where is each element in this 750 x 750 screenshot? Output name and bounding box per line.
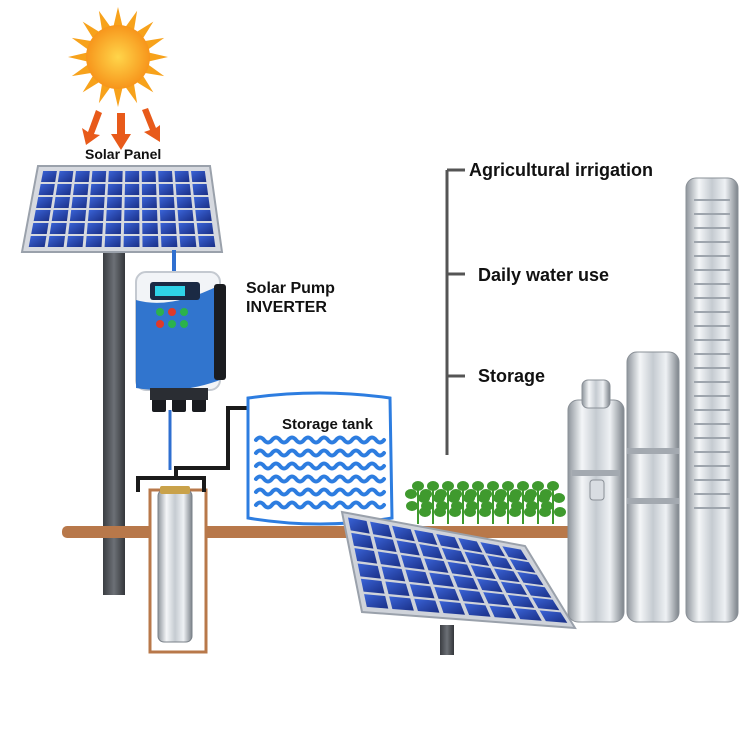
ground-strip: [62, 526, 614, 538]
solar-panel-icon: [28, 171, 216, 247]
inverter-box-icon: [135, 271, 226, 412]
use-label-daily-water: Daily water use: [478, 265, 610, 285]
solar-panel-label: Solar Panel: [85, 146, 162, 162]
usage-bracket: [445, 168, 465, 455]
arrow-down-icon: [111, 113, 131, 150]
sun-ray-arrows: [82, 108, 160, 150]
solar-panel-icon: [348, 517, 568, 623]
tank-water-waves: [254, 435, 386, 510]
submersible-pump-icon: [626, 351, 680, 623]
delivery-pipe: [174, 406, 258, 478]
submersible-pump-icon: [567, 379, 625, 623]
use-label-irrigation: Agricultural irrigation: [469, 160, 654, 180]
arrow-down-icon: [142, 108, 160, 142]
inverter-label-line1: Solar Pump: [246, 280, 335, 297]
use-label-storage: Storage: [478, 366, 546, 386]
submersible-pump-icon: [685, 177, 739, 623]
tracker-pole: [440, 625, 454, 655]
submersible-pump-icon: [157, 486, 193, 643]
panel-pole: [103, 240, 125, 595]
storage-tank-label: Storage tank: [282, 416, 373, 433]
seedling-row: [405, 481, 566, 524]
arrow-down-icon: [82, 110, 102, 145]
sun-icon: [68, 7, 168, 107]
well-cover: [136, 476, 206, 492]
inverter-label-line2: INVERTER: [246, 299, 327, 316]
